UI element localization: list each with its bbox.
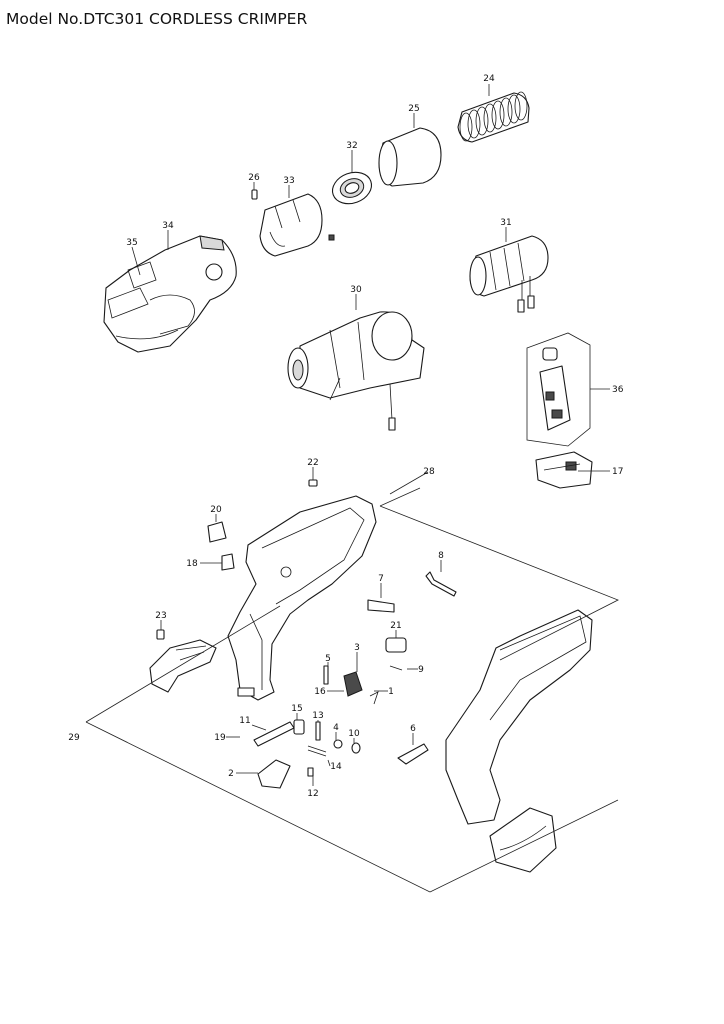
callout-20: 20 <box>210 505 222 515</box>
callout-35: 35 <box>126 238 137 248</box>
part-1-clip <box>369 691 379 705</box>
callout-32: 32 <box>346 141 357 151</box>
part-11-link <box>253 721 295 747</box>
part-14-spring <box>307 745 327 757</box>
callout-7: 7 <box>378 574 384 584</box>
part-31-gear-assembly <box>469 235 549 313</box>
part-30-motor <box>287 311 425 431</box>
part-8-pin <box>425 571 457 597</box>
part-22-screw <box>308 479 318 487</box>
part-25-sleeve <box>378 127 442 187</box>
callout-18: 18 <box>186 559 198 569</box>
part-34-crimper-head <box>103 235 237 353</box>
part-9-spring <box>389 665 403 671</box>
part-32-bearing <box>331 171 373 205</box>
part-3-cam <box>343 671 363 697</box>
part-18-clip <box>221 553 235 571</box>
part-21-roller <box>385 637 407 653</box>
callout-33: 33 <box>283 176 294 186</box>
callout-28: 28 <box>423 467 435 477</box>
callout-24: 24 <box>483 74 495 84</box>
part-15-plate <box>293 719 305 735</box>
part-23-screw <box>156 629 165 640</box>
part-4-nut <box>333 739 343 749</box>
callout-36: 36 <box>612 385 624 395</box>
callout-19: 19 <box>214 733 226 743</box>
callout-4: 4 <box>333 723 339 733</box>
callout-13: 13 <box>312 711 323 721</box>
callout-12: 12 <box>307 789 318 799</box>
part-24-spring <box>457 91 530 143</box>
callout-23: 23 <box>155 611 166 621</box>
callout-29: 29 <box>68 733 80 743</box>
callout-31: 31 <box>500 218 511 228</box>
part-12-pin <box>307 767 314 777</box>
part-2-trigger <box>257 759 291 789</box>
callout-21: 21 <box>390 621 401 631</box>
leader-lines <box>131 84 610 786</box>
part-17-switch <box>535 451 593 489</box>
callout-17: 17 <box>612 467 623 477</box>
callout-30: 30 <box>350 285 362 295</box>
assembly-frame <box>85 487 619 893</box>
part-5-pin <box>323 665 329 685</box>
callout-6: 6 <box>410 724 416 734</box>
part-29-housing-right <box>445 609 593 873</box>
callout-22: 22 <box>307 458 318 468</box>
callout-25: 25 <box>408 104 419 114</box>
callout-5: 5 <box>325 654 331 664</box>
callout-labels: 24 25 32 26 33 34 35 31 30 36 17 22 28 2… <box>68 74 623 799</box>
page-title: Model No.DTC301 CORDLESS CRIMPER <box>6 10 308 28</box>
callout-26: 26 <box>248 173 260 183</box>
part-10-washer <box>351 742 361 754</box>
callout-16: 16 <box>314 687 326 697</box>
part-33-tube <box>259 193 335 257</box>
part-13-pin <box>315 721 321 741</box>
part-29-cover-left <box>149 639 217 693</box>
callout-34: 34 <box>162 221 174 231</box>
callout-8: 8 <box>438 551 444 561</box>
callout-11: 11 <box>239 716 250 726</box>
callout-1: 1 <box>388 687 394 697</box>
callout-2: 2 <box>228 769 234 779</box>
part-7-link <box>367 599 395 613</box>
callout-14: 14 <box>330 762 342 772</box>
part-26-screw <box>251 189 258 200</box>
callout-10: 10 <box>348 729 360 739</box>
part-28-housing-left <box>227 495 377 701</box>
callout-3: 3 <box>354 643 360 653</box>
part-36-switch-kit <box>526 332 591 447</box>
part-20-bracket <box>207 521 227 543</box>
callout-15: 15 <box>291 704 302 714</box>
callout-9: 9 <box>418 665 424 675</box>
part-6-lever <box>397 743 429 765</box>
